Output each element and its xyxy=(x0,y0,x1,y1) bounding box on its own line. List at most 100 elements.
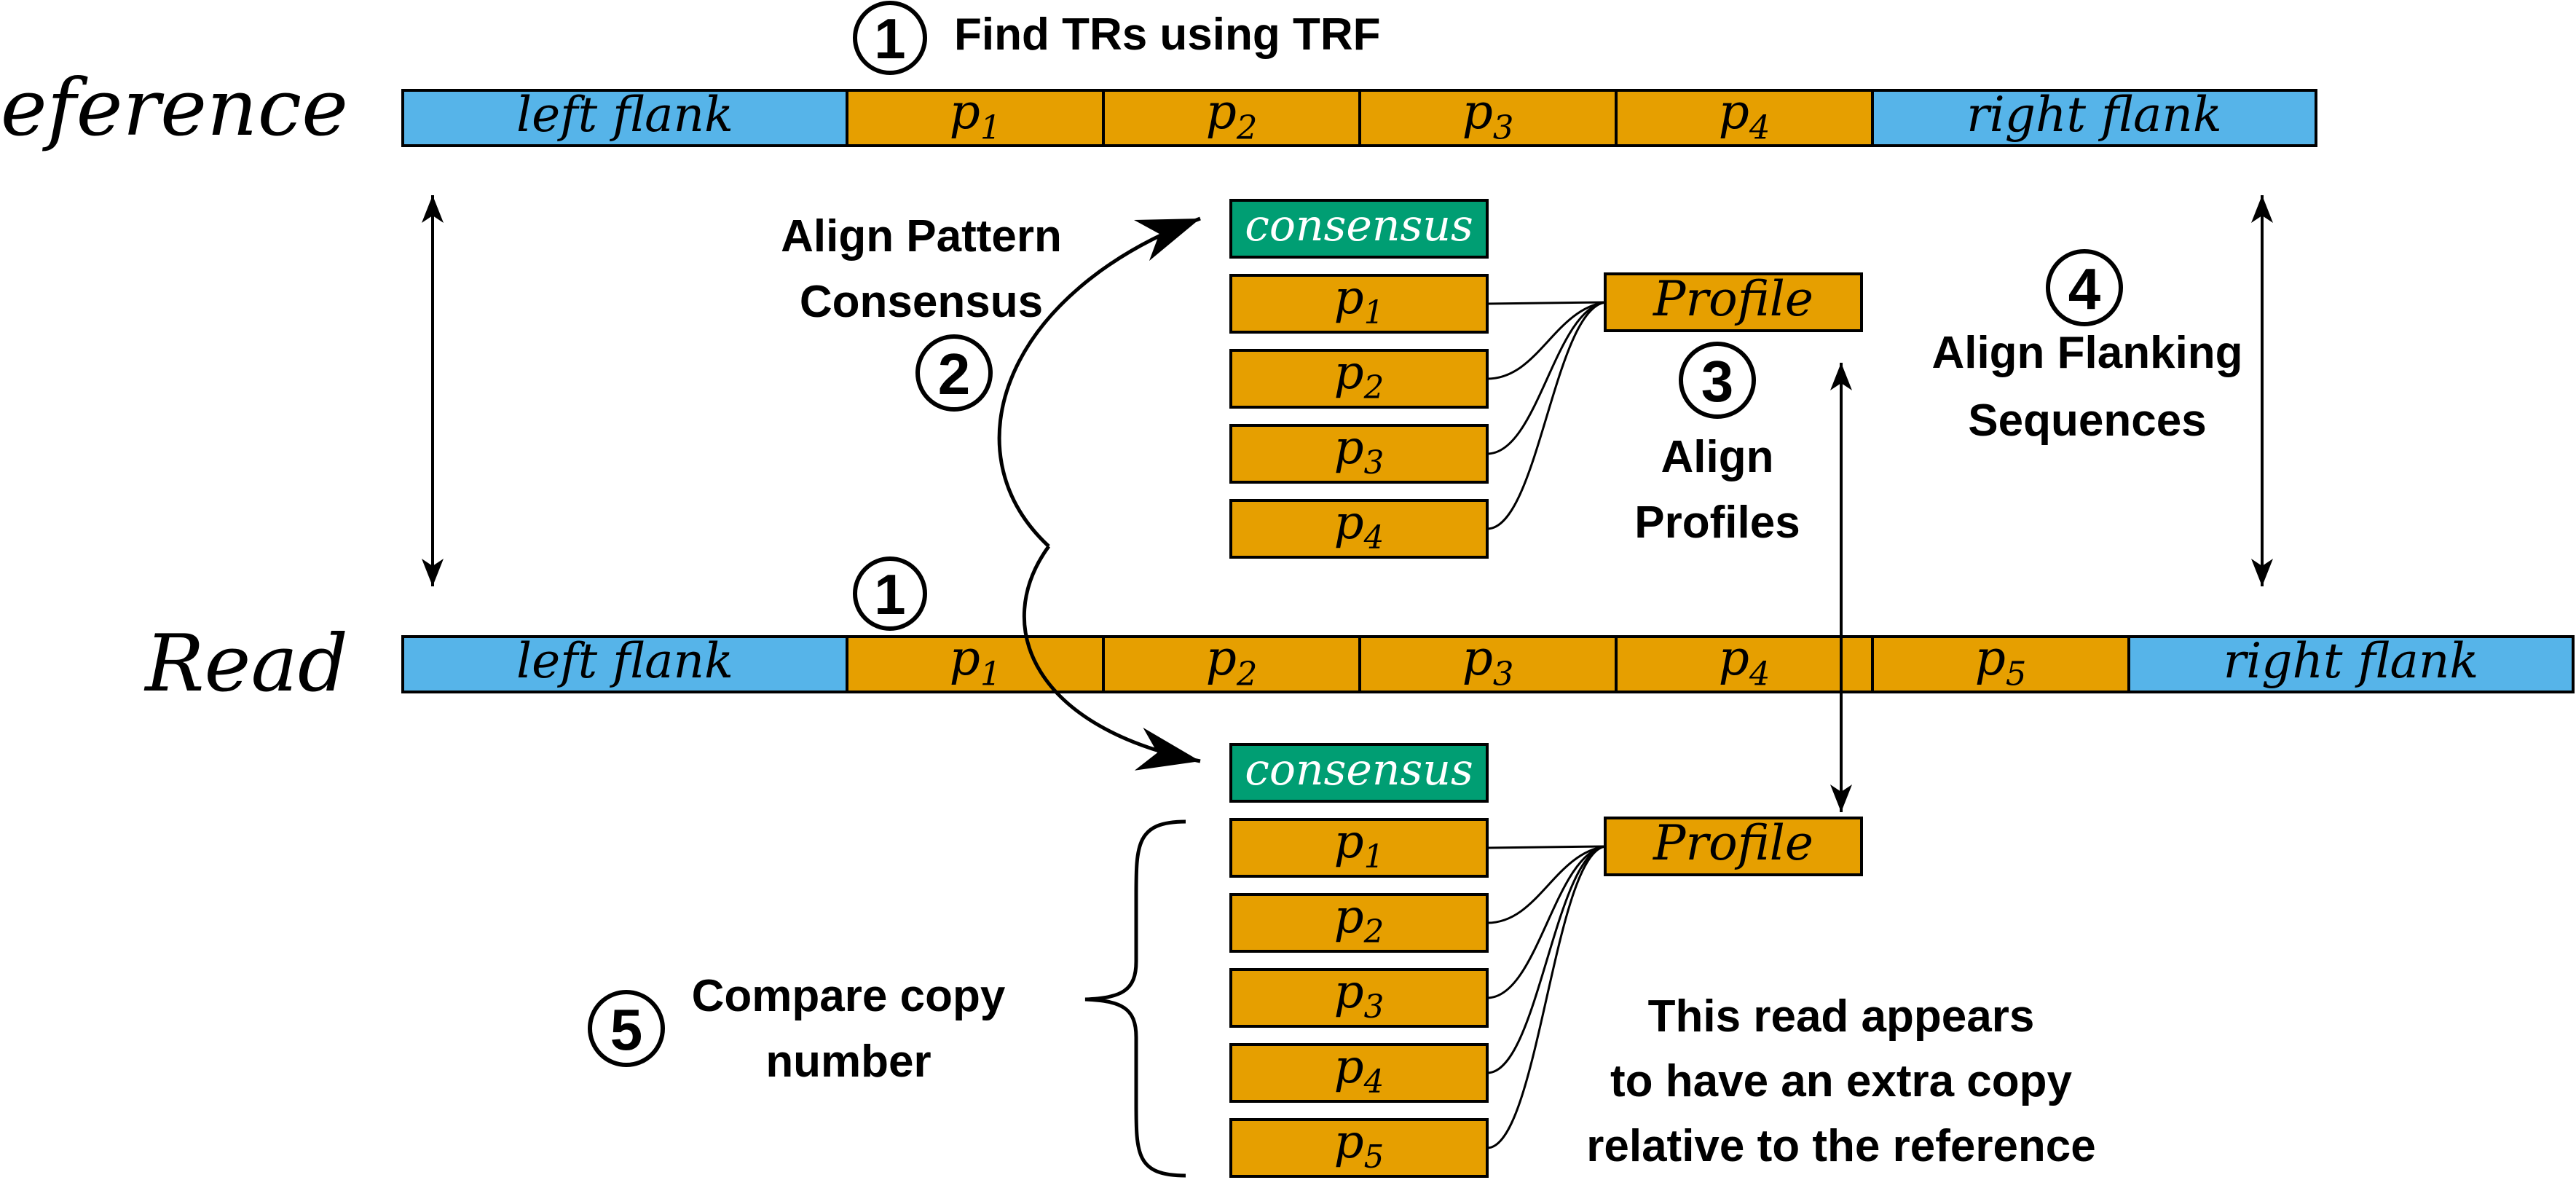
bottom_stack-pattern-1-label-base: p xyxy=(1334,815,1364,869)
reference_track-pattern-2-label: p2 xyxy=(1206,84,1258,147)
top_stack-consensus-label: consensus xyxy=(1245,200,1473,251)
top_stack-pattern-3-label-subscript: 3 xyxy=(1364,445,1384,481)
note-line1: This read appears xyxy=(1648,991,2035,1042)
step3-number: 3 xyxy=(1701,349,1734,414)
top_stack-pattern-1 xyxy=(1229,274,1489,334)
top_stack-pattern-2-label-subscript: 2 xyxy=(1363,370,1384,406)
consensus-curve-bottom xyxy=(1022,545,1201,771)
read_track-pattern-1-label-base: p xyxy=(950,630,980,686)
reference-label: Reference xyxy=(0,63,348,154)
consensus-curve-top xyxy=(997,216,1201,548)
note-line3: relative to the reference xyxy=(1586,1121,2096,1171)
read_track-pattern-3-label-base: p xyxy=(1462,630,1493,686)
read_track-pattern-1 xyxy=(846,635,1105,693)
read_track-pattern-5-label-base: p xyxy=(1975,630,2006,686)
read_track-left-flank-label: left flank xyxy=(516,633,733,689)
step5-number: 5 xyxy=(610,997,643,1062)
read_track-pattern-5-label: p5 xyxy=(1975,630,2027,693)
step1-read-number: 1 xyxy=(874,562,905,626)
top_stack-pattern-1-label-subscript: 1 xyxy=(1364,295,1384,331)
step3-line2: Profiles xyxy=(1634,497,1800,548)
read_track-pattern-4-label: p4 xyxy=(1719,630,1770,693)
bottom_stack-connector-5 xyxy=(1486,845,1606,1149)
step1-badge: 1 xyxy=(853,1,927,75)
step5-badge: 5 xyxy=(588,990,665,1067)
reference_track-left-flank xyxy=(401,89,848,147)
reference_track-right-flank-label: right flank xyxy=(1966,87,2222,143)
read_track-pattern-4-label-subscript: 4 xyxy=(1749,655,1770,693)
top_stack-pattern-2-label-base: p xyxy=(1334,346,1364,400)
bottom_stack-pattern-5-label-base: p xyxy=(1334,1115,1364,1169)
top_stack-pattern-2-label: p2 xyxy=(1334,346,1384,406)
bottom_stack-connector-2 xyxy=(1486,845,1606,924)
read_track-pattern-5 xyxy=(1871,635,2130,693)
reference_track-pattern-1-label-subscript: 1 xyxy=(980,109,1001,147)
top_stack-pattern-2 xyxy=(1229,349,1489,409)
reference_track-pattern-2 xyxy=(1102,89,1361,147)
read_track-pattern-1-label: p1 xyxy=(950,630,1001,693)
bottom_stack-pattern-5-label: p5 xyxy=(1334,1115,1384,1176)
bottom_stack-pattern-3-label-base: p xyxy=(1334,965,1364,1019)
reference_track-left-flank-label: left flank xyxy=(516,87,733,143)
top_stack-pattern-1-label-base: p xyxy=(1334,271,1364,325)
reference_track-pattern-3-label-subscript: 3 xyxy=(1493,109,1514,147)
read_track-pattern-4-label-base: p xyxy=(1719,630,1749,686)
bottom_stack-pattern-2-label-subscript: 2 xyxy=(1363,914,1384,951)
step1-read-badge: 1 xyxy=(853,556,927,631)
bottom_stack-pattern-4 xyxy=(1229,1043,1489,1103)
reference_track-right-flank xyxy=(1871,89,2317,147)
reference_track-pattern-2-label-base: p xyxy=(1206,84,1237,140)
bottom_stack-connector-4 xyxy=(1486,845,1606,1074)
bottom_stack-pattern-5 xyxy=(1229,1118,1489,1178)
step3-badge: 3 xyxy=(1679,342,1756,419)
bottom_stack-connector-3 xyxy=(1486,845,1606,999)
top_stack-connector-4 xyxy=(1486,301,1606,530)
top_stack-pattern-1-label: p1 xyxy=(1334,271,1384,331)
reference_track-pattern-2-label-subscript: 2 xyxy=(1236,109,1258,147)
step2-line1: Align Pattern xyxy=(781,211,1062,261)
reference_track-pattern-4-label-subscript: 4 xyxy=(1749,109,1770,147)
step1-number: 1 xyxy=(874,7,905,71)
bottom_stack-pattern-3-label-subscript: 3 xyxy=(1364,989,1384,1026)
read_track-right-flank xyxy=(2127,635,2575,693)
top_stack-profile-label: Profile xyxy=(1653,271,1813,327)
step4-number: 4 xyxy=(2068,256,2101,321)
read_track-left-flank xyxy=(401,635,848,693)
top_stack-pattern-4-label: p4 xyxy=(1334,496,1384,556)
read_track-pattern-1-label-subscript: 1 xyxy=(980,655,1001,693)
top_stack-pattern-3-label: p3 xyxy=(1334,421,1384,481)
bottom_stack-pattern-4-label-subscript: 4 xyxy=(1363,1064,1384,1101)
top_stack-connector-3 xyxy=(1486,301,1606,455)
bottom_stack-profile-label: Profile xyxy=(1653,815,1813,871)
bottom_stack-pattern-1-label-subscript: 1 xyxy=(1364,839,1384,876)
step5-line1: Compare copy xyxy=(692,971,1006,1021)
reference_track-pattern-4-label: p4 xyxy=(1719,84,1770,147)
bottom_stack-pattern-2-label: p2 xyxy=(1334,890,1384,951)
reference_track-pattern-1-label-base: p xyxy=(950,84,980,140)
read_track-pattern-3-label-subscript: 3 xyxy=(1493,655,1514,693)
top_stack-consensus-box xyxy=(1229,199,1489,259)
top_stack-connector-2 xyxy=(1486,301,1606,380)
bottom_stack-consensus-box xyxy=(1229,743,1489,803)
read_track-pattern-2-label: p2 xyxy=(1206,630,1258,693)
reference_track-pattern-3 xyxy=(1358,89,1618,147)
bottom_stack-pattern-3 xyxy=(1229,968,1489,1028)
bottom_stack-pattern-2-label-base: p xyxy=(1334,890,1364,944)
top_stack-pattern-3-label-base: p xyxy=(1334,421,1364,475)
step4-badge: 4 xyxy=(2046,249,2123,326)
bottom_stack-pattern-3-label: p3 xyxy=(1334,965,1384,1026)
top_stack-pattern-3 xyxy=(1229,424,1489,484)
reference_track-pattern-1 xyxy=(846,89,1105,147)
step4-line1: Align Flanking xyxy=(1931,328,2242,378)
read_track-right-flank-label: right flank xyxy=(2224,633,2479,689)
reference_track-pattern-3-label-base: p xyxy=(1462,84,1493,140)
top_stack-connector-1 xyxy=(1486,301,1606,305)
note-line2: to have an extra copy xyxy=(1610,1056,2073,1106)
read_track-pattern-2-label-subscript: 2 xyxy=(1236,655,1258,693)
bottom_stack-pattern-1-label: p1 xyxy=(1334,815,1384,876)
step2-badge: 2 xyxy=(915,334,993,412)
read_track-pattern-5-label-subscript: 5 xyxy=(2006,655,2027,693)
